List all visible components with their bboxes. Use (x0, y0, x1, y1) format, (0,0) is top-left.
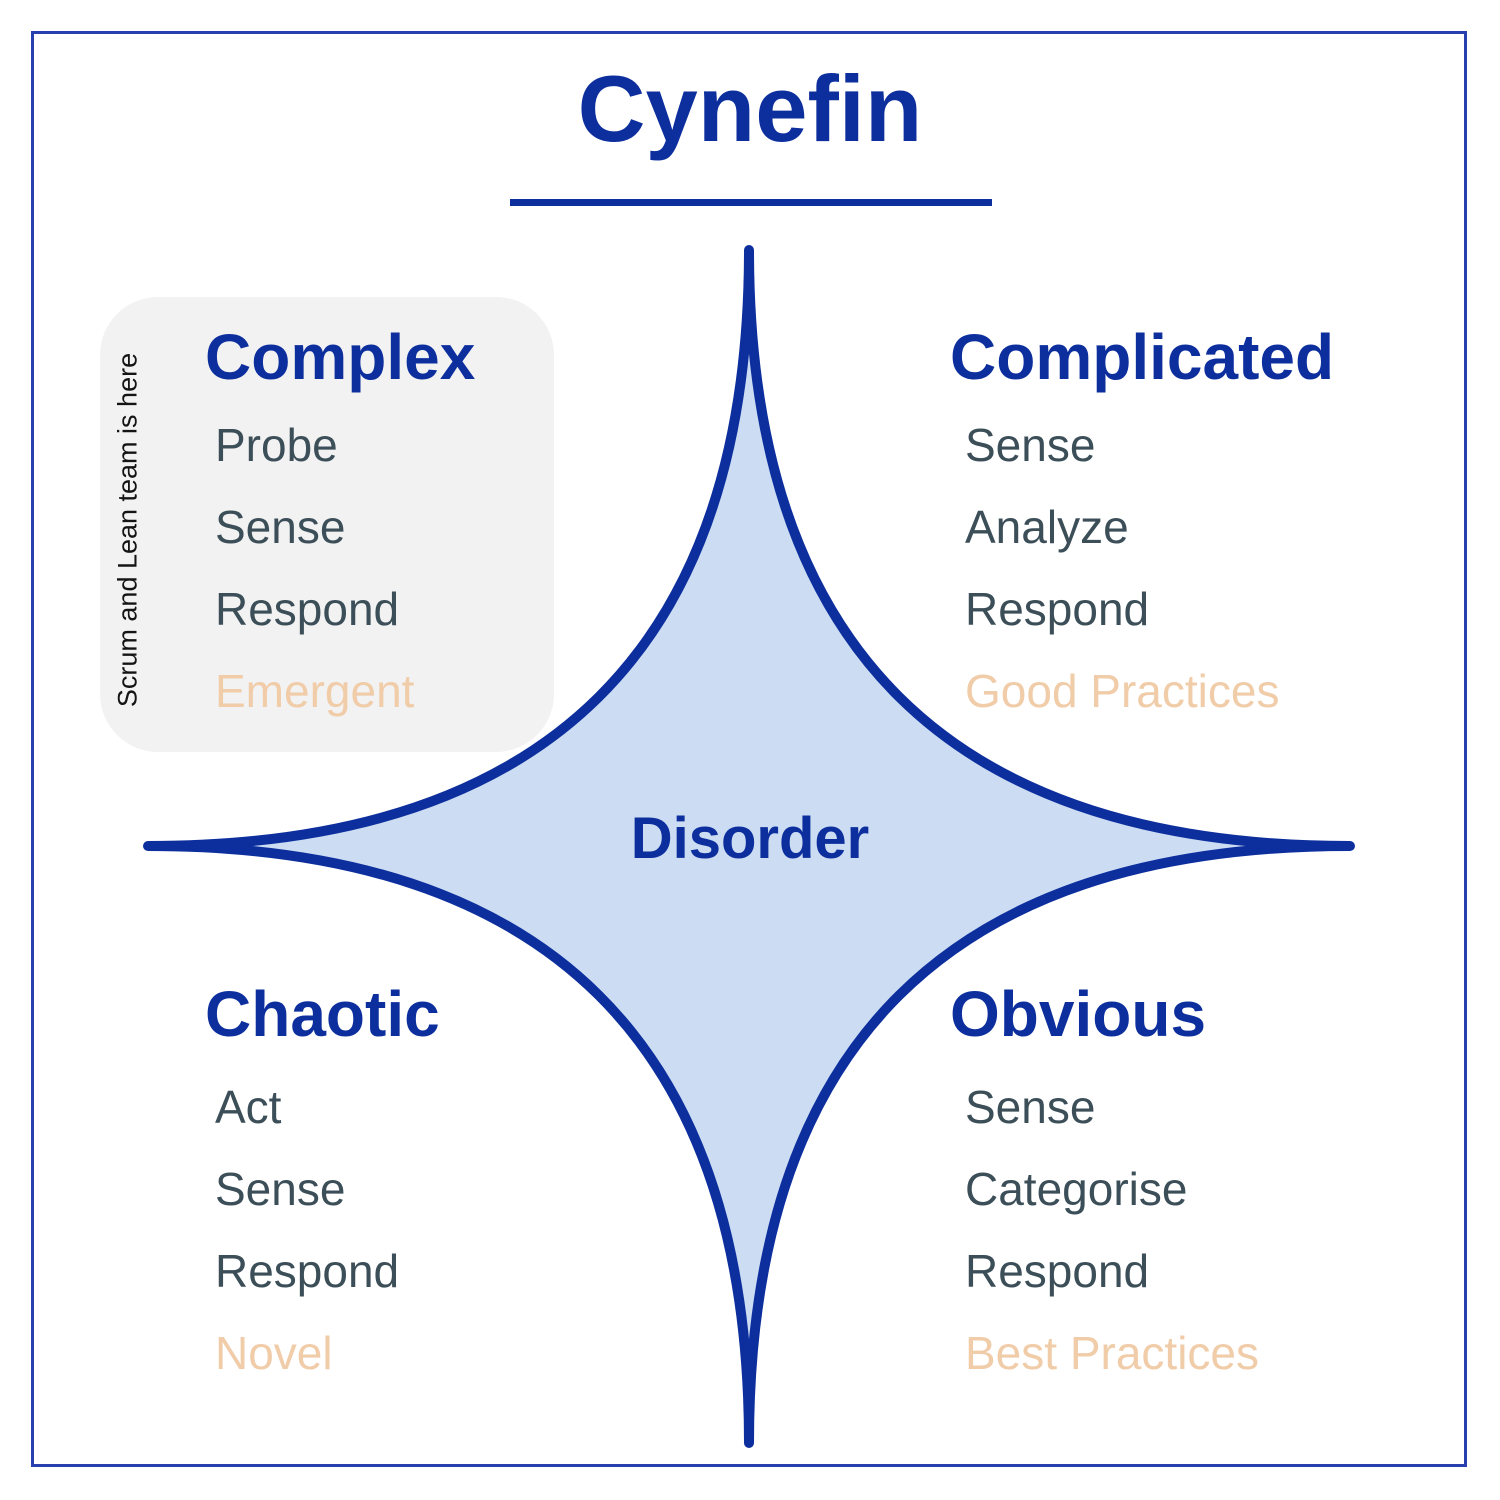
quadrant-highlight-item: Novel (215, 1327, 333, 1379)
quadrant-items-obvious: Sense Categorise Respond Best Practices (965, 1066, 1259, 1394)
quadrant-item: Sense (215, 1163, 346, 1215)
page-title: Cynefin (577, 56, 923, 161)
four-pointed-star-diagram (143, 245, 1355, 1448)
quadrant-heading-chaotic: Chaotic (205, 978, 440, 1050)
star-shape (143, 245, 1355, 1448)
quadrant-item: Sense (215, 501, 346, 553)
quadrant-highlight-item: Emergent (215, 665, 415, 717)
quadrant-heading-complicated: Complicated (950, 321, 1335, 393)
quadrant-item: Respond (215, 1245, 400, 1297)
quadrant-heading-obvious: Obvious (950, 978, 1207, 1050)
quadrant-highlight-item: Good Practices (965, 665, 1280, 717)
quadrant-item: Sense (965, 419, 1096, 471)
quadrant-item: Respond (215, 583, 400, 635)
quadrant-item: Sense (965, 1081, 1096, 1133)
quadrant-item: Respond (965, 1245, 1150, 1297)
quadrant-item: Probe (215, 419, 338, 471)
quadrant-item: Analyze (965, 501, 1129, 553)
disorder-label: Disorder (630, 806, 870, 871)
quadrant-item: Categorise (965, 1163, 1188, 1215)
scrum-lean-side-note: Scrum and Lean team is here (112, 352, 143, 708)
outer-border-frame (31, 31, 1467, 1467)
quadrant-items-complex: Probe Sense Respond Emergent (215, 404, 414, 732)
quadrant-highlight-item: Best Practices (965, 1327, 1259, 1379)
quadrant-items-chaotic: Act Sense Respond Novel (215, 1066, 399, 1394)
complex-quadrant-background (100, 297, 554, 752)
quadrant-items-complicated: Sense Analyze Respond Good Practices (965, 404, 1279, 732)
quadrant-item: Respond (965, 583, 1150, 635)
title-underline (510, 199, 992, 206)
quadrant-item: Act (215, 1081, 282, 1133)
quadrant-heading-complex: Complex (205, 321, 476, 393)
